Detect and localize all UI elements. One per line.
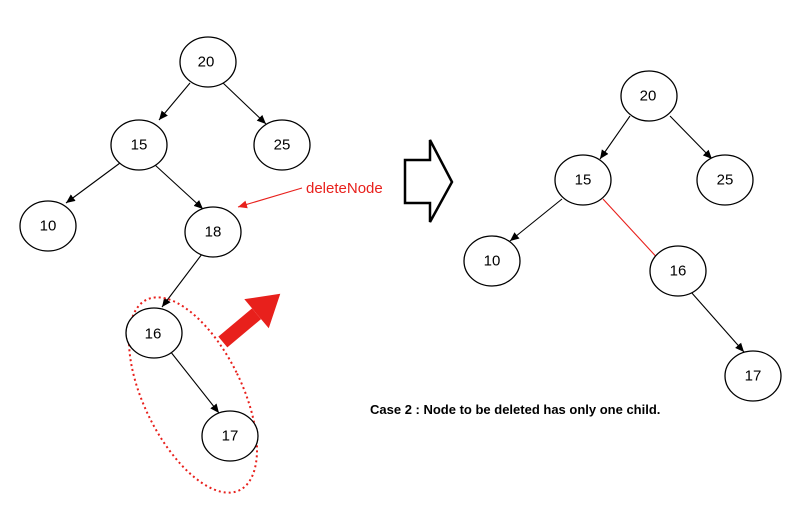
case-caption: Case 2 : Node to be deleted has only one… — [370, 402, 660, 417]
subtree-highlight — [127, 296, 259, 494]
node-18: 18 — [184, 206, 242, 258]
svg-text:25: 25 — [717, 172, 734, 189]
edge-18-16 — [161, 253, 203, 308]
after-tree: 20 15 25 10 16 17 — [463, 70, 782, 402]
svg-text:16: 16 — [670, 263, 687, 280]
edge-15-10 — [509, 198, 563, 242]
edge-15-16-relinked — [602, 198, 663, 264]
node-15: 15 — [554, 154, 612, 206]
edge-15-10 — [65, 162, 121, 204]
edge-20-15 — [599, 115, 631, 160]
node-16: 16 — [649, 245, 707, 297]
svg-text:20: 20 — [198, 54, 215, 71]
svg-text:20: 20 — [640, 88, 657, 105]
svg-text:15: 15 — [575, 172, 592, 189]
edge-20-25 — [669, 115, 713, 160]
node-20: 20 — [620, 70, 678, 122]
node-25: 25 — [696, 154, 754, 206]
delete-node-label: deleteNode — [306, 180, 383, 197]
hollow-right-arrow-icon — [403, 139, 454, 223]
node-16: 16 — [125, 307, 183, 359]
delete-pointer-arrow — [237, 187, 303, 209]
svg-text:10: 10 — [40, 218, 57, 235]
svg-text:15: 15 — [131, 137, 148, 154]
node-17: 17 — [724, 350, 782, 402]
edge-20-25 — [221, 81, 267, 125]
node-25: 25 — [253, 119, 311, 171]
node-15: 15 — [110, 119, 168, 171]
svg-text:10: 10 — [484, 253, 501, 270]
red-diagonal-arrow-icon — [218, 293, 281, 348]
svg-text:25: 25 — [274, 137, 291, 154]
svg-text:16: 16 — [145, 326, 162, 343]
before-tree: 20 15 25 10 18 16 17 deleteNode — [19, 36, 383, 494]
svg-text:17: 17 — [745, 368, 762, 385]
node-10: 10 — [463, 235, 521, 287]
edge-20-15 — [158, 82, 191, 121]
svg-text:18: 18 — [205, 224, 222, 241]
edge-16-17 — [169, 350, 220, 414]
node-10: 10 — [19, 200, 77, 252]
edge-16-17 — [690, 291, 745, 353]
edge-15-18 — [154, 164, 204, 210]
node-17: 17 — [201, 410, 259, 462]
node-20: 20 — [179, 36, 237, 88]
svg-text:17: 17 — [222, 428, 239, 445]
